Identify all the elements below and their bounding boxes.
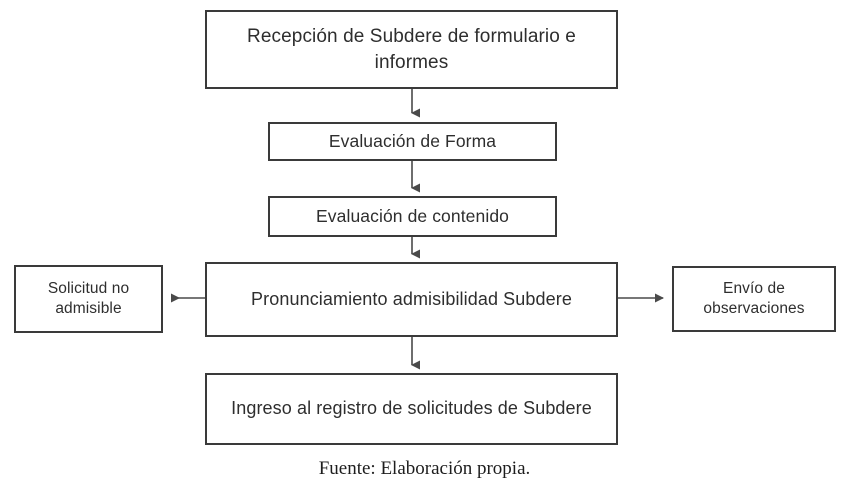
flow-node-evaluacion-de-forma: Evaluación de Forma [268,122,557,161]
flow-node-label: Pronunciamiento admisibilidad Subdere [251,288,572,309]
flow-node-recepcion: Recepción de Subdere de formulario e inf… [205,10,618,89]
flow-node-pronunciamiento-admisibilidad: Pronunciamiento admisibilidad Subdere [205,262,618,337]
flow-node-label: Solicitud no admisible [47,279,130,317]
flow-node-label: Evaluación de Forma [328,130,497,151]
flow-node-evaluacion-de-contenido: Evaluación de contenido [268,196,557,237]
flow-node-label: Ingreso al registro de solicitudes de Su… [231,398,592,419]
flow-node-label: Evaluación de contenido [316,205,509,226]
flow-node-solicitud-no-admisible: Solicitud no admisible [14,265,163,333]
flow-node-label: Recepción de Subdere de formulario e inf… [247,26,576,73]
flow-node-label: Envío de observaciones [703,279,805,317]
flow-node-ingreso-al-registro: Ingreso al registro de solicitudes de Su… [205,373,618,445]
figure-source-caption: Fuente: Elaboración propia. [318,458,531,479]
flow-node-envio-de-observaciones: Envío de observaciones [672,266,836,332]
